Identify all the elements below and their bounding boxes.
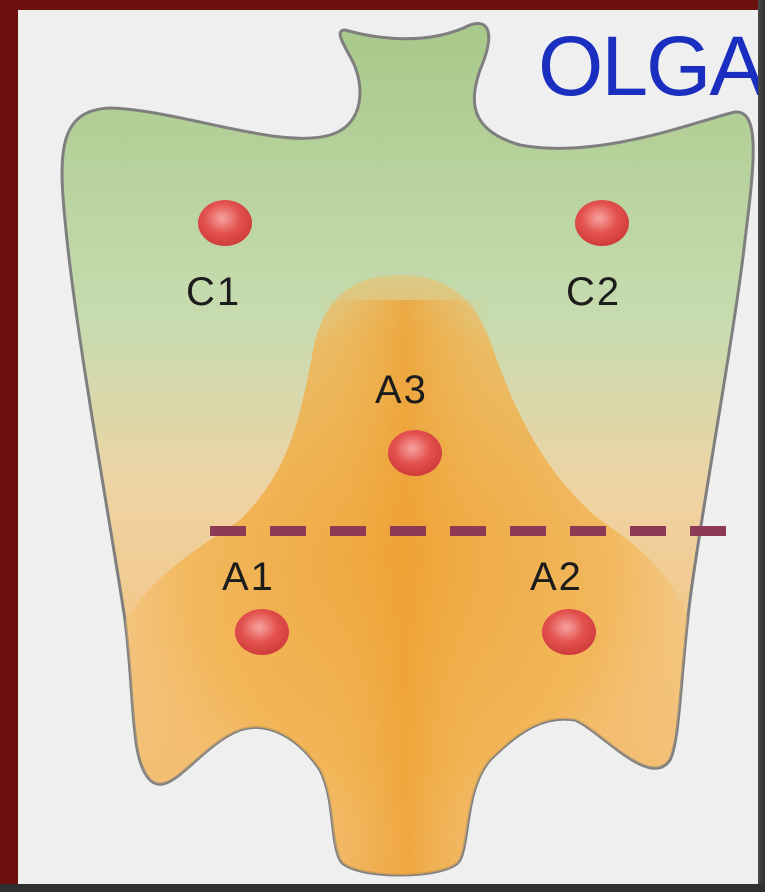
label-a1: A1 xyxy=(222,557,275,597)
label-c1: C1 xyxy=(186,272,241,312)
label-a3: A3 xyxy=(375,370,428,410)
label-c2: C2 xyxy=(566,272,621,312)
label-a2: A2 xyxy=(530,557,583,597)
diagram-title: OLGA xyxy=(538,24,758,108)
